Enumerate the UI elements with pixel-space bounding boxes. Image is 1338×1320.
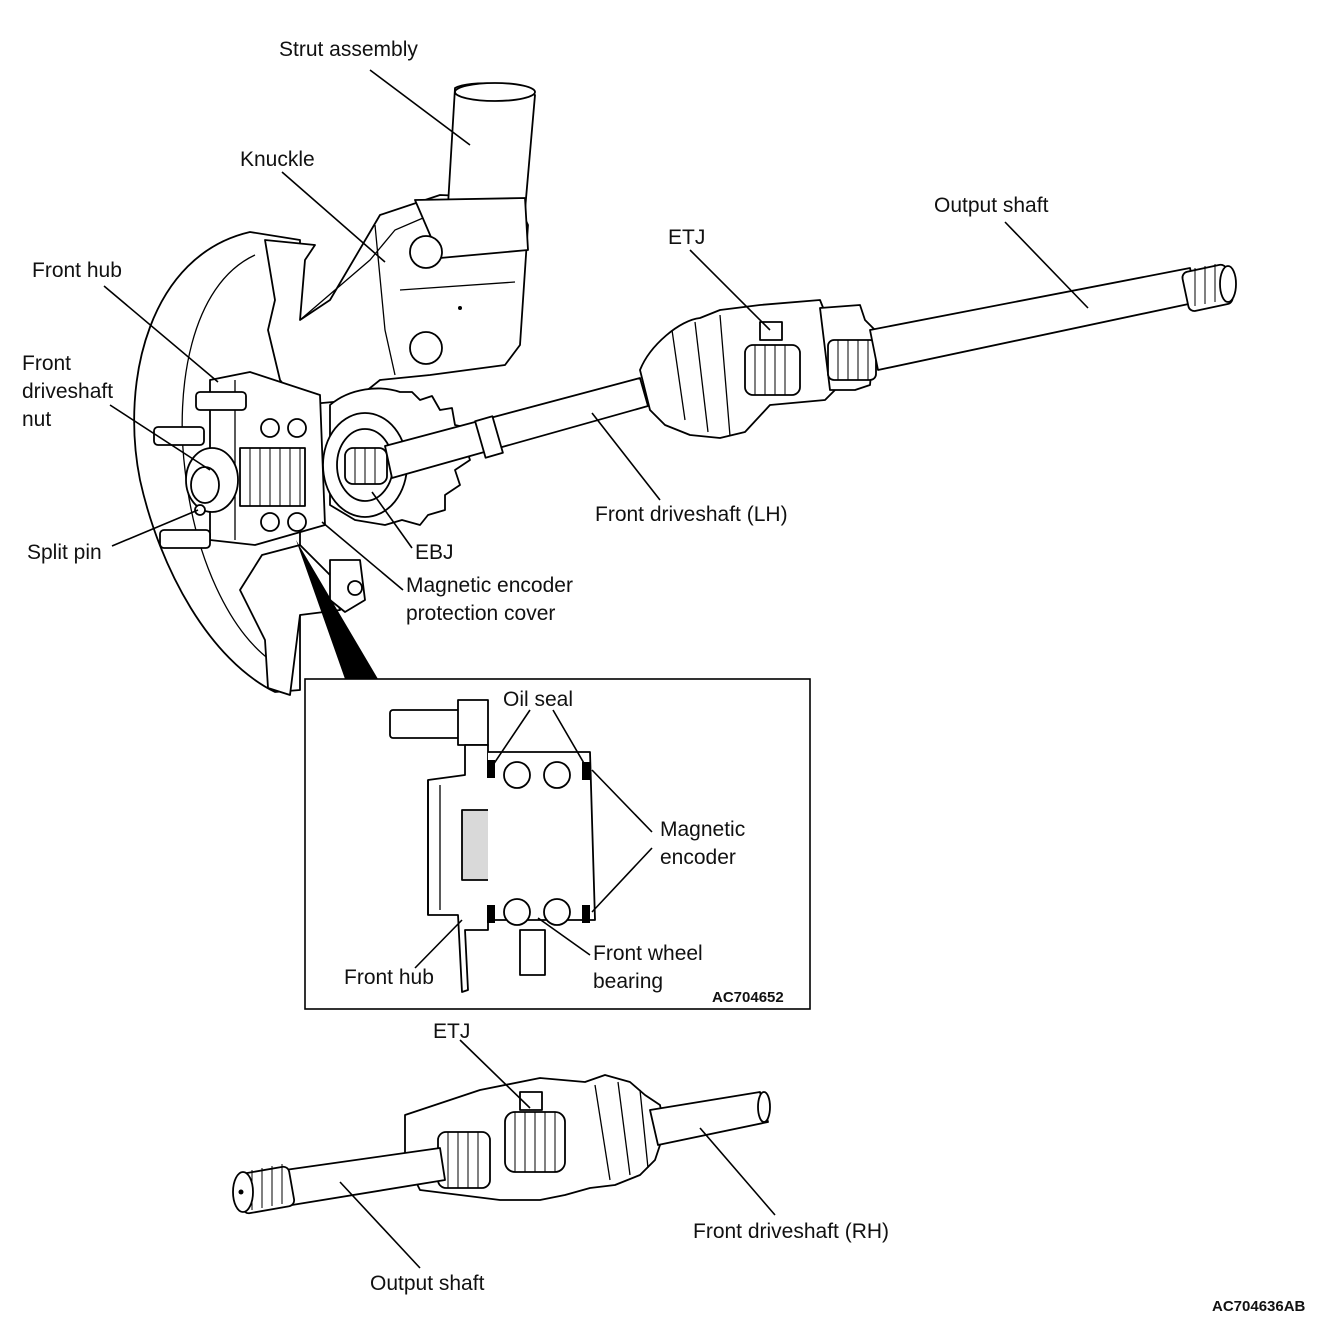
label-front-hub: Front hub: [32, 259, 122, 282]
label-magnetic-encoder-cover-line2: protection cover: [406, 602, 556, 625]
inset-label-magnetic-encoder-line2: encoder: [660, 846, 736, 869]
label-etj-bottom: ETJ: [433, 1020, 471, 1043]
inset-label-front-wheel-bearing-line2: bearing: [593, 970, 664, 993]
inset-label-magnetic-encoder-line1: Magnetic: [660, 818, 746, 841]
label-ebj: EBJ: [415, 541, 454, 564]
front-hub-body: [153, 371, 326, 549]
leader-lines: [103, 69, 1089, 1269]
label-knuckle: Knuckle: [240, 148, 315, 171]
driveshaft-lh-shaft: [384, 377, 649, 479]
label-output-shaft-top: Output shaft: [934, 194, 1049, 217]
driveshaft-rh-shaft: [649, 1091, 771, 1146]
output-shaft-top: [827, 263, 1237, 381]
label-front-driveshaft-nut-line3: nut: [22, 408, 52, 431]
inset-label-oil-seal: Oil seal: [503, 688, 574, 711]
figure-code: AC704636AB: [1212, 1298, 1306, 1315]
inset-figure-code: AC704652: [712, 989, 784, 1006]
label-split-pin: Split pin: [27, 541, 102, 564]
label-front-driveshaft-nut-line1: Front: [22, 352, 72, 375]
etj-bottom-joint: [404, 1074, 666, 1201]
detail-inset: [296, 540, 811, 1010]
label-front-driveshaft-lh: Front driveshaft (LH): [595, 503, 788, 526]
strut-tube: [399, 82, 536, 365]
label-etj-top: ETJ: [668, 226, 706, 249]
output-shaft-bottom: [232, 1147, 446, 1215]
inset-label-front-wheel-bearing-line1: Front wheel: [593, 942, 703, 965]
label-strut-assembly: Strut assembly: [279, 38, 418, 61]
label-output-shaft-bottom: Output shaft: [370, 1272, 485, 1295]
label-front-driveshaft-nut-line2: driveshaft: [22, 380, 114, 403]
inset-label-front-hub: Front hub: [344, 966, 434, 989]
label-magnetic-encoder-cover-line1: Magnetic encoder: [406, 574, 573, 597]
label-front-driveshaft-rh: Front driveshaft (RH): [693, 1220, 890, 1243]
